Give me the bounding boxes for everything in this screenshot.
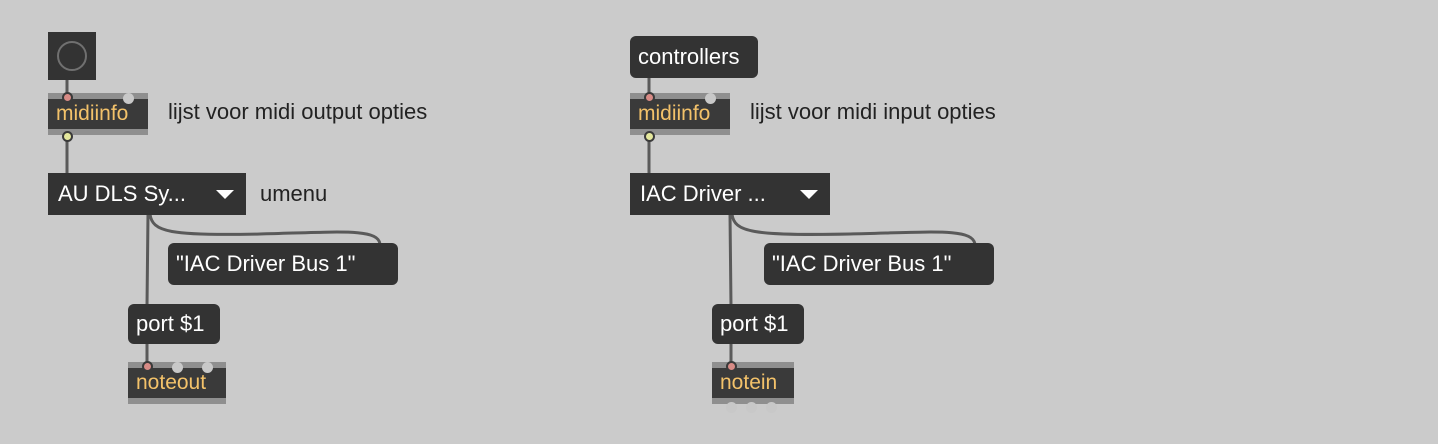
- message-iac-bus-input[interactable]: "IAC Driver Bus 1": [764, 243, 994, 285]
- message-port-input[interactable]: port $1: [712, 304, 804, 344]
- object-label: noteout: [136, 371, 207, 394]
- object-label: midiinfo: [56, 102, 129, 125]
- cord-umenu-to-busmsg: [730, 212, 977, 246]
- outlet-port[interactable]: [726, 402, 737, 413]
- toggle-button[interactable]: [48, 32, 96, 80]
- comment-midi-input: lijst voor midi input opties: [750, 99, 996, 124]
- outlet-port[interactable]: [644, 131, 655, 142]
- noteout-object[interactable]: noteout: [128, 361, 226, 404]
- dropdown-arrow-icon[interactable]: [216, 190, 234, 199]
- inlet-port[interactable]: [172, 362, 183, 373]
- dropdown-arrow-icon[interactable]: [800, 190, 818, 199]
- cord-umenu-to-port: [728, 212, 733, 308]
- cord-umenu-to-busmsg: [148, 212, 382, 246]
- message-port-output[interactable]: port $1: [128, 304, 220, 344]
- comment-midi-output: lijst voor midi output opties: [168, 99, 428, 124]
- inlet-port[interactable]: [202, 362, 213, 373]
- outlet-port[interactable]: [746, 402, 757, 413]
- umenu-input-dropdown[interactable]: IAC Driver ...: [630, 173, 830, 215]
- umenu-selected-value: IAC Driver ...: [640, 181, 766, 206]
- cord-umenu-to-port: [145, 212, 150, 308]
- inlet-port[interactable]: [142, 361, 153, 372]
- outlet-port[interactable]: [766, 402, 777, 413]
- outlet-port[interactable]: [62, 131, 73, 142]
- notein-object[interactable]: notein: [712, 361, 794, 413]
- midiinfo-object-output[interactable]: midiinfo: [48, 92, 148, 142]
- object-label: notein: [720, 371, 778, 394]
- umenu-selected-value: AU DLS Sy...: [58, 181, 186, 206]
- midiinfo-object-input[interactable]: midiinfo: [630, 92, 730, 142]
- message-controllers[interactable]: controllers: [630, 36, 758, 78]
- comment-umenu: umenu: [260, 181, 328, 206]
- object-label: midiinfo: [638, 102, 711, 125]
- toggle-icon: [57, 41, 87, 71]
- umenu-output-dropdown[interactable]: AU DLS Sy...: [48, 173, 246, 215]
- inlet-port[interactable]: [644, 92, 655, 103]
- message-iac-bus-output[interactable]: "IAC Driver Bus 1": [168, 243, 398, 285]
- inlet-port[interactable]: [62, 92, 73, 103]
- inlet-port[interactable]: [123, 93, 134, 104]
- inlet-port[interactable]: [726, 361, 737, 372]
- inlet-port[interactable]: [705, 93, 716, 104]
